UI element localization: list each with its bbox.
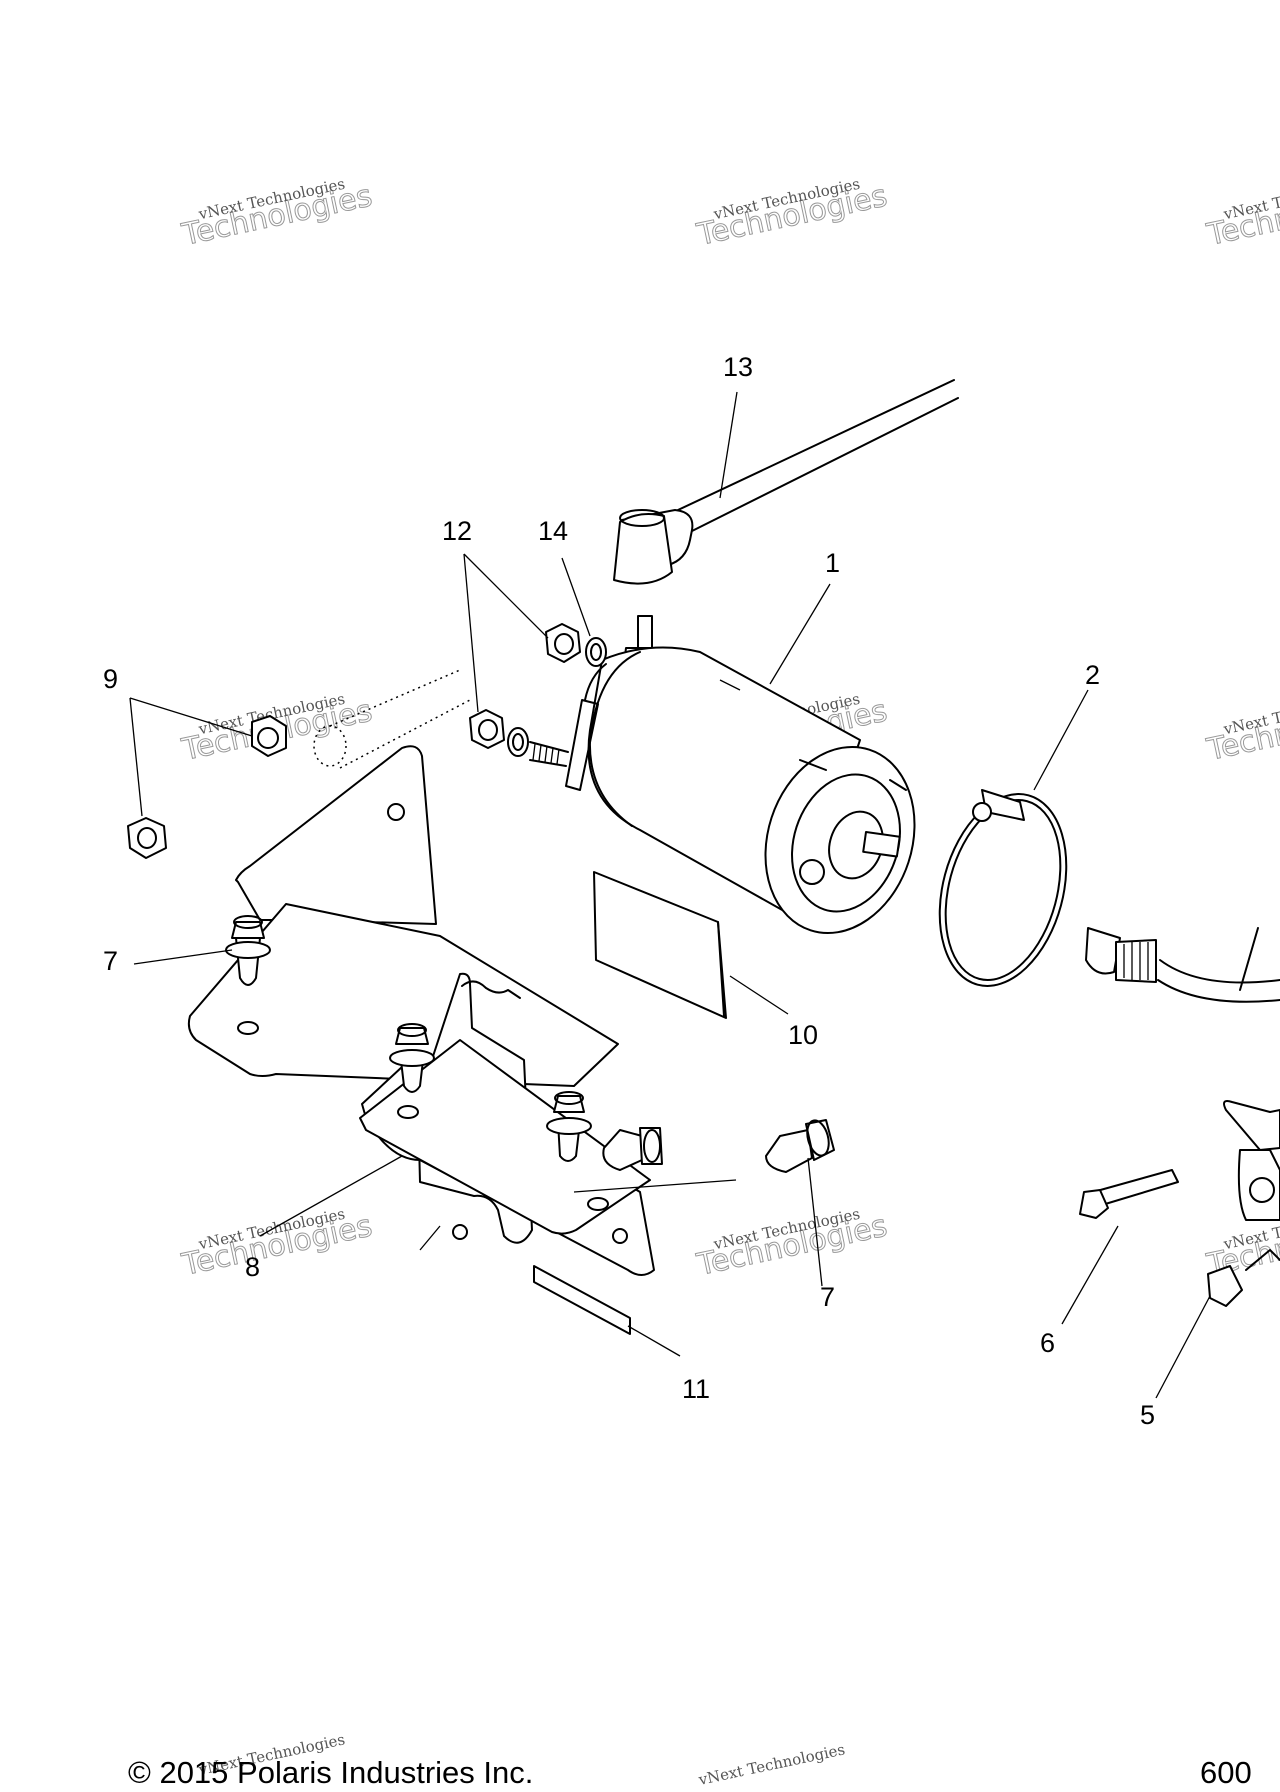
watermark: Technologies vNext Technologies (1203, 175, 1280, 254)
callout-14: 14 (538, 516, 568, 546)
rubber-pad-large (593, 871, 727, 1019)
svg-text:vNext Technologies: vNext Technologies (696, 1740, 846, 1789)
watermark: Technologies vNext Technologies (693, 1205, 891, 1284)
watermark: Technologies vNext Technologies (1203, 690, 1280, 769)
callout-11: 11 (682, 1374, 710, 1404)
callout-13: 13 (723, 352, 753, 382)
flange-bolts (225, 915, 835, 1173)
battery-cable (613, 379, 959, 585)
callout-5: 5 (1140, 1400, 1155, 1430)
starter-motor (529, 615, 916, 935)
terminal-nuts-washers (469, 623, 607, 757)
rubber-pad-small (533, 1265, 631, 1335)
callout-7-right: 7 (820, 1282, 835, 1312)
callout-1: 1 (825, 548, 840, 578)
flange-nuts (127, 669, 471, 859)
solenoid-partial (1079, 927, 1280, 1307)
callout-12: 12 (442, 516, 472, 546)
callout-7-left: 7 (103, 946, 118, 976)
callout-6: 6 (1040, 1328, 1055, 1358)
watermark: Technologies vNext Technologies (693, 175, 891, 254)
callout-labels: 13 1 2 12 14 9 7 8 10 11 7 6 5 (103, 352, 1155, 1430)
hose-clamp (938, 789, 1068, 987)
callout-2: 2 (1085, 660, 1100, 690)
watermark: vNext Technologies (696, 1740, 846, 1789)
callout-10: 10 (788, 1020, 818, 1050)
callout-8: 8 (245, 1252, 260, 1282)
copyright-notice: © 2015 Polaris Industries Inc. (128, 1755, 534, 1790)
mounting-bracket (187, 745, 655, 1276)
callout-9: 9 (103, 664, 118, 694)
page-number: 600 (1200, 1755, 1252, 1790)
watermark: Technologies vNext Technologies (178, 175, 376, 254)
leader-lines (129, 391, 1211, 1399)
watermark: Technologies vNext Technologies (178, 1205, 376, 1284)
